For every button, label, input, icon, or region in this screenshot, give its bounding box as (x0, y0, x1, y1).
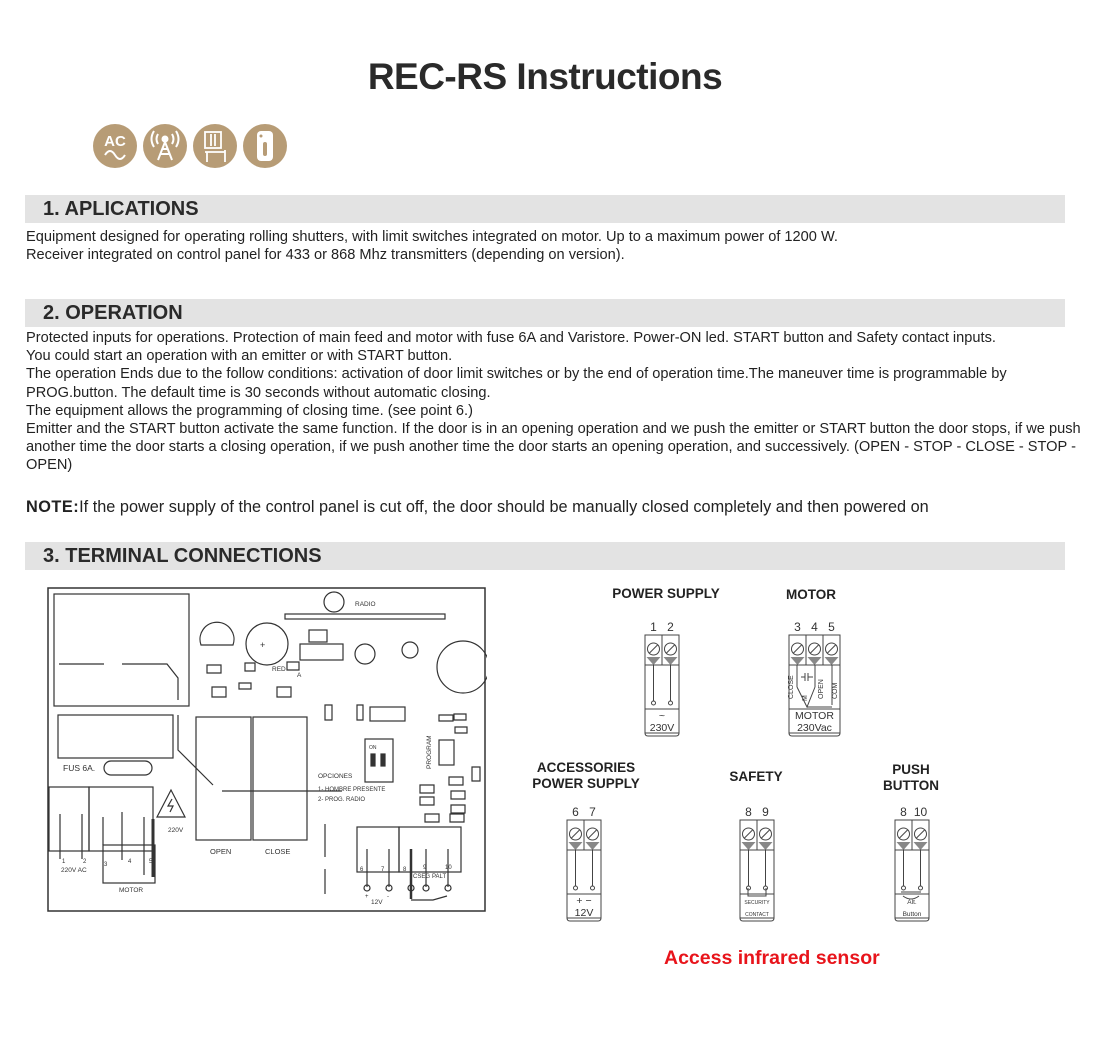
terminal-number: 9 (762, 805, 769, 819)
terminal-label-bottom: 12V (575, 907, 594, 919)
note: NOTE:If the power supply of the control … (26, 498, 929, 517)
terminal-label-bottom: 230Vac (797, 722, 832, 734)
motor-wire-label: COM (832, 683, 839, 700)
remote-control-icon (243, 124, 287, 168)
svg-text:3: 3 (104, 862, 108, 868)
terminal-label-top: Alt. (907, 899, 917, 906)
svg-text:10: 10 (445, 865, 452, 871)
terminal-number: 3 (794, 620, 801, 634)
ac-power-icon: AC (93, 124, 137, 168)
section-heading-applications: 1. APLICATIONS (25, 195, 1065, 223)
block-title-accessories: ACCESSORIES POWER SUPPLY (532, 760, 640, 791)
terminal-number: 2 (667, 620, 674, 634)
svg-text:2: 2 (83, 859, 87, 865)
section-heading-text: 3. TERMINAL CONNECTIONS (43, 545, 322, 567)
section-heading-text: 2. OPERATION (43, 302, 183, 324)
feature-icons: AC (93, 124, 287, 168)
screw-icon (914, 827, 927, 841)
terminal-number: 8 (900, 805, 907, 819)
svg-text:PROGRAM: PROGRAM (426, 735, 433, 769)
terminal-label-bottom: CONTACT (745, 912, 769, 918)
screw-icon (647, 642, 660, 656)
radio-antenna-icon (143, 124, 187, 168)
svg-text:8: 8 (403, 867, 407, 873)
terminal-number: 4 (811, 620, 818, 634)
applications-text: Equipment designed for operating rolling… (26, 229, 838, 264)
svg-text:+: + (365, 894, 369, 900)
svg-text:AC: AC (104, 133, 126, 150)
svg-text:1- HOMBRE PRESENTE: 1- HOMBRE PRESENTE (318, 787, 385, 793)
svg-text:1: 1 (62, 859, 66, 865)
screw-icon (759, 827, 772, 841)
svg-text:-: - (387, 894, 389, 900)
block-title-push-button: PUSH BUTTON (883, 762, 939, 793)
svg-text:FUS 6A.: FUS 6A. (63, 763, 95, 773)
terminal-number: 1 (650, 620, 657, 634)
svg-text:12V: 12V (371, 899, 383, 906)
svg-text:220V: 220V (168, 827, 184, 834)
svg-text:+: + (260, 640, 265, 650)
terminal-label-bottom: 230V (650, 722, 675, 734)
screw-icon (586, 827, 599, 841)
motor-wire-label: CLOSE (788, 675, 795, 699)
control-board-diagram: FUS 6A. 1 2 3 4 5 220V AC MOTOR 220V OPE… (47, 587, 487, 912)
section-heading-text: 1. APLICATIONS (43, 198, 199, 220)
note-label: NOTE: (26, 498, 80, 516)
rolling-shutter-icon (193, 124, 237, 168)
svg-text:7: 7 (381, 867, 385, 873)
block-title-motor: MOTOR (786, 587, 836, 602)
svg-text:CSEG: CSEG (413, 874, 430, 880)
terminal-label-top: SECURITY (744, 900, 770, 906)
note-text: If the power supply of the control panel… (79, 498, 929, 516)
screw-icon (808, 642, 821, 656)
svg-text:ON: ON (369, 745, 377, 751)
screw-icon (569, 827, 582, 841)
svg-text:PALT: PALT (432, 874, 446, 880)
terminal-label-top: + − (576, 895, 591, 907)
terminal-label-bottom: Button (903, 911, 922, 918)
operation-text: Protected inputs for operations. Protect… (26, 330, 1081, 474)
section-heading-terminals: 3. TERMINAL CONNECTIONS (25, 542, 1065, 570)
page-title: REC-RS Instructions (367, 56, 723, 97)
svg-text:OPEN: OPEN (210, 847, 231, 856)
terminal-number: 6 (572, 805, 579, 819)
screw-icon (742, 827, 755, 841)
motor-wire-label: OPEN (818, 679, 825, 699)
svg-text:MOTOR: MOTOR (119, 887, 143, 894)
svg-text:RED: RED (272, 666, 286, 673)
terminal-number: 5 (828, 620, 835, 634)
screw-icon (664, 642, 677, 656)
block-title-safety: SAFETY (729, 769, 783, 784)
infrared-sensor-annotation: Access infrared sensor (664, 947, 880, 969)
svg-text:A: A (297, 672, 302, 679)
svg-text:4: 4 (128, 859, 132, 865)
svg-text:OPCIONES: OPCIONES (318, 773, 353, 780)
screw-icon (825, 642, 838, 656)
svg-text:220V AC: 220V AC (61, 867, 87, 874)
svg-text:6: 6 (360, 867, 364, 873)
section-heading-operation: 2. OPERATION (25, 299, 1065, 327)
screw-icon (791, 642, 804, 656)
terminal-label-top: MOTOR (795, 710, 834, 722)
terminal-number: 10 (914, 805, 928, 819)
svg-text:2- PROG. RADIO: 2- PROG. RADIO (318, 797, 365, 803)
svg-text:RADIO: RADIO (355, 601, 376, 608)
svg-text:CLOSE: CLOSE (265, 847, 290, 856)
screw-icon (897, 827, 910, 841)
svg-text:9: 9 (423, 865, 427, 871)
svg-text:5: 5 (149, 859, 153, 865)
terminal-label-top: ~ (659, 710, 665, 722)
terminal-number: 8 (745, 805, 752, 819)
block-title-power-supply: POWER SUPPLY (612, 586, 720, 601)
motor-wire-label: M (802, 695, 809, 701)
terminal-number: 7 (589, 805, 596, 819)
